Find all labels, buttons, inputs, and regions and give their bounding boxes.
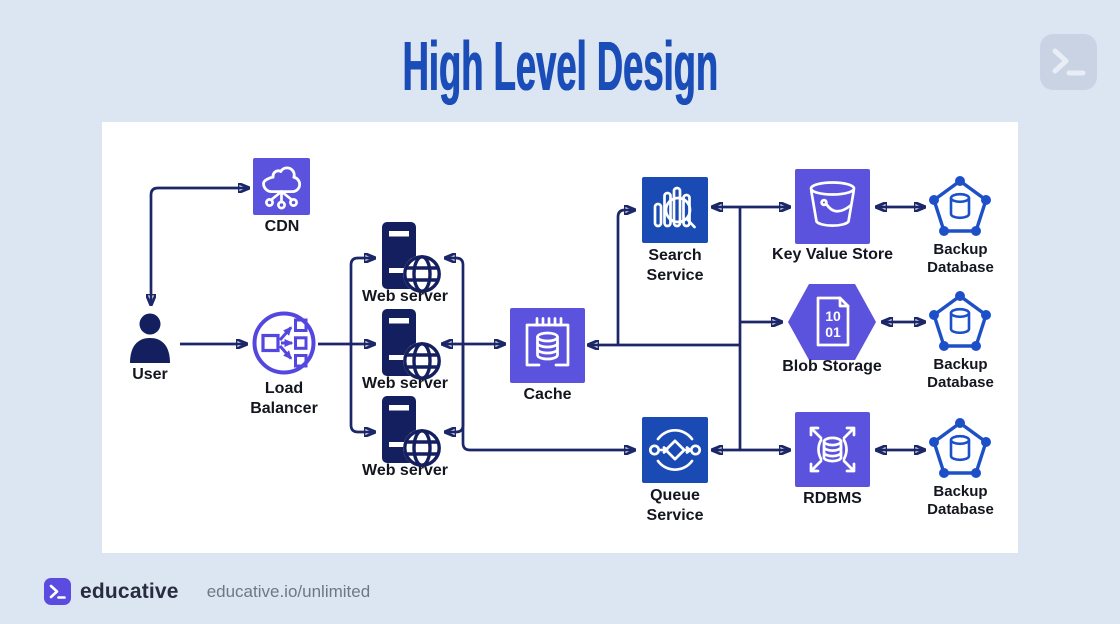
cdn-cloud-icon [253,158,310,210]
web-server-3-label: Web server [362,462,448,479]
node-search-service [642,177,708,243]
backup-database-icon [929,418,991,478]
backup-database-icon [929,176,991,236]
rdbms-icon [809,426,856,473]
web-server-1-label: Web server [362,288,448,305]
page-title: High Level Design [402,27,718,105]
bucket-icon [809,181,856,227]
node-web-server-1 [382,222,442,301]
node-rdbms [795,412,870,487]
cdn-label: CDN [264,218,300,235]
user-label: User [132,366,168,383]
backup-database-3-label: Backup Database [927,483,994,519]
search-service-icon [653,186,696,229]
key-value-store-label: Key Value Store [772,246,893,263]
load-balancer-icon [252,311,316,375]
node-load-balancer [250,309,318,382]
cache-label: Cache [523,386,572,403]
blob-storage-label: Blob Storage [782,358,882,375]
node-cache [510,308,585,383]
terminal-icon [1040,34,1097,90]
backup-database-1-label: Backup Database [927,241,994,277]
backup-database-icon [929,291,991,351]
terminal-logo-glyph [49,584,66,599]
queue-service-label: Queue Service [646,487,704,524]
footer-url: educative.io/unlimited [206,581,371,601]
web-server-icon [382,309,441,380]
blob-text-line1: 10 [825,308,841,324]
user-icon [130,313,170,363]
educative-logo-icon [44,578,71,605]
node-backup-database-3 [928,418,992,485]
footer: educative educative.io/unlimited [44,578,370,605]
web-server-icon [382,396,441,467]
terminal-glyph [1052,48,1086,76]
search-service-label: Search Service [646,247,704,284]
blob-text-line2: 01 [825,324,841,340]
cache-icon [525,317,570,367]
node-queue-service [642,417,708,483]
load-balancer-label: Load Balancer [250,380,318,417]
node-web-server-2 [382,309,442,388]
node-blob-storage: 10 01 [788,282,876,367]
node-key-value-store [795,169,870,244]
node-user [127,313,173,368]
backup-database-2-label: Backup Database [927,356,994,392]
node-backup-database-1 [928,176,992,243]
web-server-2-label: Web server [362,375,448,392]
web-server-icon [382,222,441,293]
blob-storage-icon: 10 01 [788,284,876,360]
node-cdn [253,158,310,215]
queue-service-icon [648,429,702,471]
node-web-server-3 [382,396,442,475]
rdbms-label: RDBMS [803,490,862,507]
brand-name: educative [80,579,179,603]
node-backup-database-2 [928,291,992,358]
